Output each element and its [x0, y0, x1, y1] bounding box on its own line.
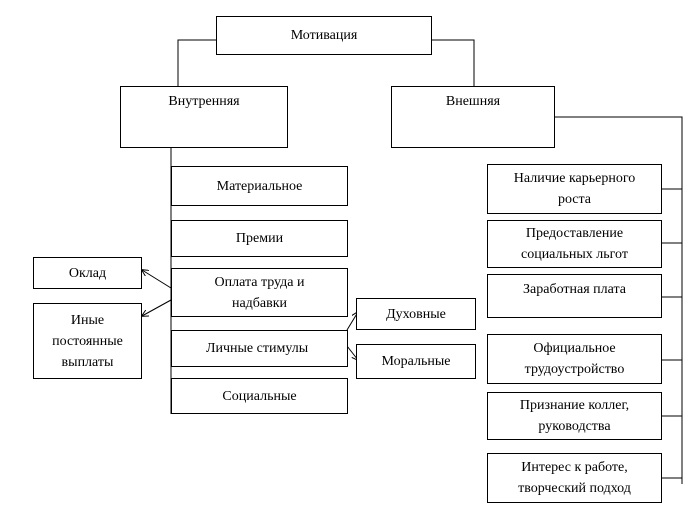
node-internal-social: Социальные: [171, 378, 348, 414]
arrow-to-oklad: [142, 270, 172, 289]
node-other-payments: Иные постоянные выплаты: [33, 303, 142, 379]
node-external-recognition: Признание коллег, руководства: [487, 392, 662, 440]
node-internal: Внутренняя: [120, 86, 288, 148]
node-external-benefits: Предоставление социальных льгот: [487, 220, 662, 268]
connector-external-spine: [555, 116, 683, 484]
node-external-recognition-label: Признание коллег, руководства: [519, 398, 630, 434]
node-spiritual-label: Духовные: [386, 306, 446, 322]
connector-root-external: [432, 39, 475, 86]
node-internal-pay-label: Оплата труда и надбавки: [214, 274, 305, 311]
node-external-salary-label: Заработная плата: [523, 282, 626, 297]
node-internal-material-label: Материальное: [216, 178, 303, 194]
node-oklad: Оклад: [33, 257, 142, 289]
arrow-to-other-payments: [142, 299, 172, 316]
node-internal-pay: Оплата труда и надбавки: [171, 268, 348, 317]
node-other-payments-label: Иные постоянные выплаты: [52, 312, 123, 370]
node-external: Внешняя: [391, 86, 555, 148]
node-internal-personal-stimuli: Личные стимулы: [171, 330, 348, 367]
node-external-benefits-label: Предоставление социальных льгот: [520, 226, 628, 262]
node-external-interest: Интерес к работе, творческий подход: [487, 453, 662, 503]
node-oklad-label: Оклад: [68, 265, 107, 281]
node-internal-bonuses-label: Премии: [235, 231, 284, 246]
node-external-career: Наличие карьерного роста: [487, 164, 662, 214]
node-moral-label: Моральные: [381, 354, 451, 369]
connector-root-internal: [177, 39, 216, 86]
node-moral: Моральные: [356, 344, 476, 379]
node-internal-bonuses: Премии: [171, 220, 348, 257]
node-motivation-label: Мотивация: [290, 28, 358, 43]
node-spiritual: Духовные: [356, 298, 476, 330]
node-external-salary: Заработная плата: [487, 274, 662, 318]
node-external-label: Внешняя: [445, 94, 501, 109]
node-external-official-label: Официальное трудоустройство: [524, 341, 625, 377]
node-internal-personal-stimuli-label: Личные стимулы: [206, 341, 309, 356]
node-internal-social-label: Социальные: [222, 388, 297, 404]
node-internal-material: Материальное: [171, 166, 348, 206]
node-external-career-label: Наличие карьерного роста: [513, 171, 636, 207]
node-internal-label: Внутренняя: [168, 94, 240, 109]
node-motivation: Мотивация: [216, 16, 432, 55]
node-external-interest-label: Интерес к работе, творческий подход: [518, 460, 631, 496]
node-external-official: Официальное трудоустройство: [487, 334, 662, 384]
